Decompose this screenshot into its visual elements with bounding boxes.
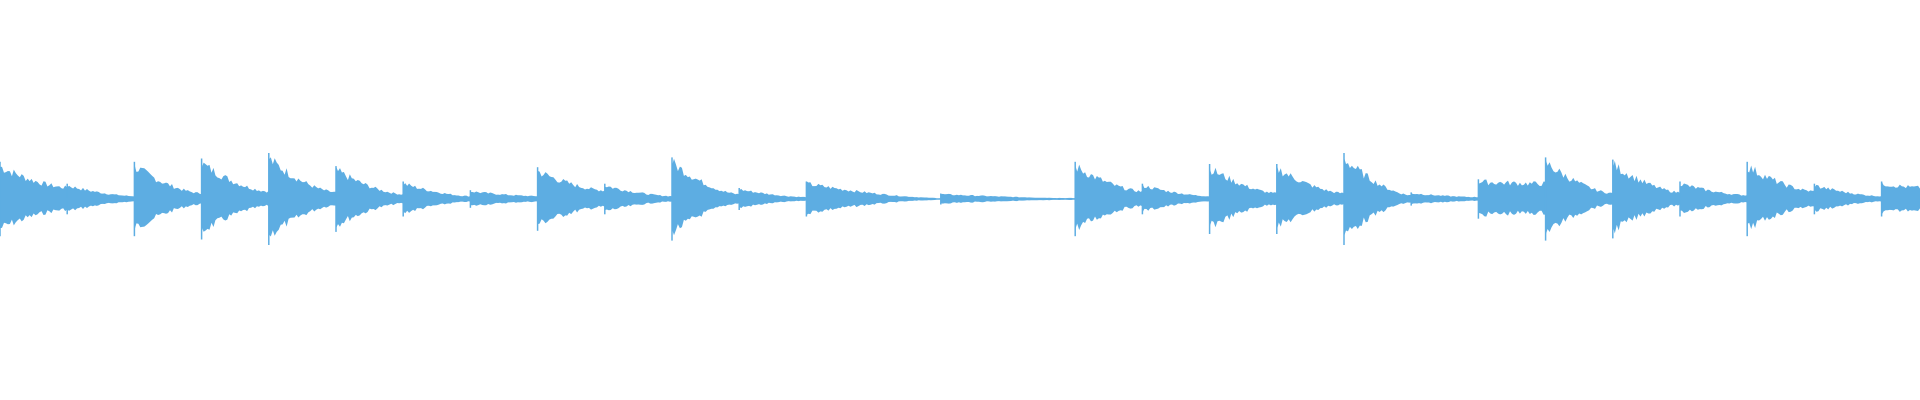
waveform-segment [134, 163, 202, 231]
waveform-segment [537, 170, 605, 225]
waveform-segment [1747, 165, 1815, 230]
waveform-segment [1814, 184, 1882, 212]
waveform-segment [336, 166, 404, 229]
waveform-segment [806, 181, 941, 215]
waveform-segment [1209, 167, 1277, 228]
waveform-segment [1612, 160, 1680, 234]
waveform-segment [1344, 157, 1412, 237]
waveform-segment [1142, 183, 1210, 213]
waveform-segment [1276, 163, 1344, 231]
waveform-segment [403, 183, 471, 214]
waveform-segment [1680, 183, 1748, 213]
waveform-segment [1075, 164, 1143, 230]
waveform-segment [268, 157, 336, 237]
waveform-segment [1478, 179, 1546, 217]
waveform-segment [67, 185, 135, 211]
waveform-segment [604, 186, 672, 211]
waveform-segment [1881, 181, 1920, 215]
waveform-segment [0, 166, 68, 228]
waveform-segment [201, 162, 269, 232]
waveform-segment [672, 158, 740, 236]
waveform-segment [1545, 158, 1613, 236]
